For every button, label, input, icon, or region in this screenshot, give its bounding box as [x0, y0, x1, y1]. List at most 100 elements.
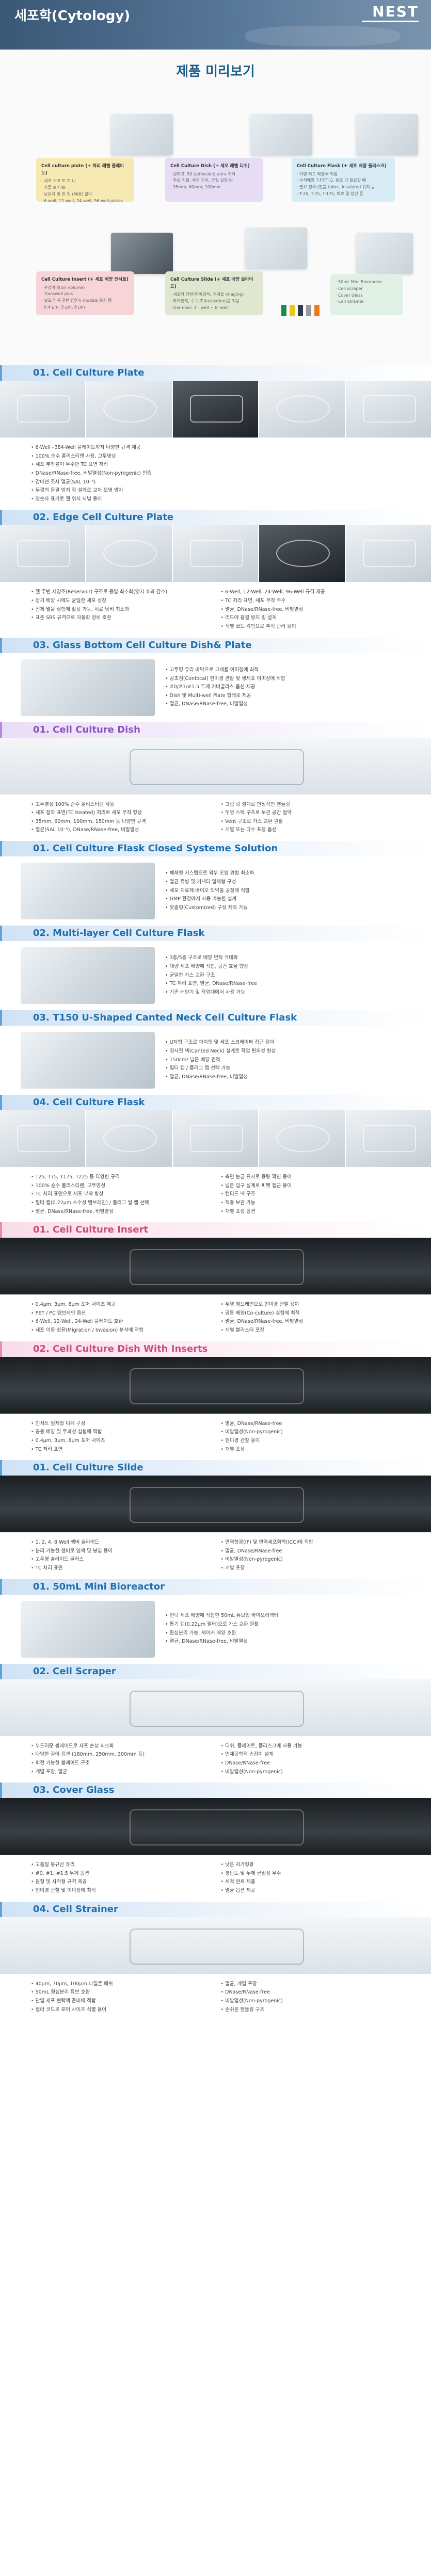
section-flask: 04. Cell Culture FlaskT25, T75, T175, T2… — [0, 1095, 431, 1222]
product-photo — [259, 381, 345, 438]
feature-item: 캔티드 넥 구조 — [221, 1190, 401, 1199]
feature-item: 비발열성(Non-pyrogenic) — [221, 1556, 401, 1564]
section-scraper: 02. Cell Scraper부드러운 블레이드로 세포 손상 최소화다양한 … — [0, 1663, 431, 1783]
section-insert: 01. Cell Culture Insert0.4μm, 3μm, 8μm 포… — [0, 1222, 431, 1341]
feature-list: 디쉬, 플레이트, 플라스크에 사용 가능인체공학적 손잡이 설계DNase/R… — [221, 1742, 401, 1777]
product-photo — [0, 381, 86, 438]
logo-underline — [362, 21, 419, 22]
feature-item: 원형 및 사각형 규격 제공 — [31, 1878, 211, 1887]
section-strainer: 04. Cell Strainer 40μm, 70μm, 100μm 나일론 메… — [0, 1901, 431, 2021]
section-bioreactor: 01. 50mL Mini Bioreactor현탁 세포 배양에 적합한 50… — [0, 1579, 431, 1664]
color-swatch — [306, 305, 311, 316]
preview-card-others: · 50mL Mini Bioreactor · Cell scraper · … — [330, 274, 403, 315]
section-title: 03. Cover Glass — [0, 1783, 431, 1799]
feature-item: 멸균, DNase/RNase-free, 비발열성 — [165, 1638, 278, 1646]
product-photo — [345, 1110, 431, 1167]
slide-image — [245, 228, 307, 269]
feature-item: 감마선 조사 멸균(SAL 10⁻⁶) — [31, 478, 400, 487]
feature-list: 투명 멤브레인으로 현미경 관찰 용이공동 배양(Co-culture) 실험에… — [221, 1301, 401, 1335]
product-photo — [86, 525, 172, 582]
feature-list: 멸균, DNase/RNase-free비발열성(Non-pyrogenic)현… — [221, 1420, 401, 1454]
feature-item: 그립 링 설계로 안정적인 핸들링 — [221, 801, 401, 809]
product-photo — [86, 1110, 172, 1167]
product-photo — [0, 1238, 431, 1295]
feature-item: 부드러운 블레이드로 세포 손상 최소화 — [31, 1742, 211, 1751]
feature-item: 식별 코드 각인으로 추적 관리 용이 — [221, 623, 401, 631]
color-swatch — [281, 305, 286, 316]
feature-item: 세포 치료제·바이오 의약품 공정에 적합 — [165, 887, 254, 896]
feature-item: 비발열성(Non-pyrogenic) — [221, 1428, 401, 1437]
feature-item: 150cm² 넓은 배양 면적 — [165, 1056, 276, 1065]
preview-card-slide: Cell Culture Slide (+ 세포 배양 슬라이드) · 세포의 … — [165, 271, 263, 315]
feature-item: 다양한 길이 옵션 (180mm, 250mm, 300mm 등) — [31, 1751, 211, 1759]
feature-list: 40μm, 70μm, 100μm 나일론 메쉬50mL 원심분리 튜브 호환단… — [31, 1980, 211, 2015]
feature-list: 인서트 일체형 디쉬 구성공동 배양 및 투과성 실험에 적합0.4μm, 3μ… — [31, 1420, 211, 1454]
feature-item: 6-Well~384-Well 플레이트까지 다양한 규격 제공 — [31, 444, 400, 452]
product-preview: 제품 미리보기 Cell culture plate (+ 처리 레벨 플레이트… — [0, 50, 431, 365]
feature-item: 단일 세포 현탁액 준비에 적합 — [31, 1997, 211, 2006]
feature-item: 세포 이동·침윤(Migration / Invasion) 분석에 적합 — [31, 1326, 211, 1335]
product-photo — [0, 525, 86, 582]
product-photo — [0, 1110, 86, 1167]
color-swatch — [314, 305, 320, 316]
feature-list: 0.4μm, 3μm, 8μm 포어 사이즈 제공PET / PC 멤브레인 옵… — [31, 1301, 211, 1335]
feature-item: 3층/5층 구조로 배양 면적 극대화 — [165, 954, 257, 963]
feature-list: T25, T75, T175, T225 등 다양한 규격100% 순수 폴리스… — [31, 1173, 211, 1216]
preview-card-plate: Cell culture plate (+ 처리 레벨 플레이트) · 세포 스… — [36, 158, 134, 203]
section-t150: 03. T150 U-Shaped Canted Neck Cell Cultu… — [0, 1010, 431, 1095]
feature-item: PET / PC 멤브레인 옵션 — [31, 1309, 211, 1318]
feature-list: 그립 링 설계로 안정적인 핸들링뚜껑 스택 구조로 보관 공간 절약Vent … — [221, 801, 401, 835]
preview-card-flask: Cell Culture Flask (+ 세포 배양 플라스크) · 다양 파… — [292, 158, 395, 202]
feature-item: 멸균, 개별 포장 — [221, 1980, 401, 1989]
feature-item: 공동 배양(Co-culture) 실험에 최적 — [221, 1309, 401, 1318]
section-title: 03. T150 U-Shaped Canted Neck Cell Cultu… — [0, 1010, 431, 1026]
product-photo — [0, 1798, 431, 1855]
product-photo — [0, 1356, 431, 1414]
product-gallery — [0, 381, 431, 438]
feature-item: 경사진 넥(Canted Neck) 설계로 작업 편의성 향상 — [165, 1047, 276, 1056]
feature-item: 뚜껑 스택 구조로 보관 공간 절약 — [221, 809, 401, 818]
product-photo — [259, 1110, 345, 1167]
section-title: 02. Multi-layer Cell Culture Flask — [0, 926, 431, 941]
header-decoration — [245, 26, 400, 46]
section-title: 04. Cell Strainer — [0, 1901, 431, 1917]
feature-item: 측면 눈금 표시로 용량 확인 용이 — [221, 1173, 401, 1182]
feature-item: 뚜껑의 응결 방지 링 설계로 교차 오염 방지 — [31, 487, 400, 495]
product-photo — [172, 1110, 259, 1167]
color-swatch — [290, 305, 295, 316]
section-title: 01. Cell Culture Flask Closed Systeme So… — [0, 841, 431, 856]
feature-item: 개별 블리스터 포장 — [221, 1326, 401, 1335]
feature-item: 멸균, DNase/RNase-free, 비발열성 — [165, 1073, 276, 1082]
feature-item: 균일한 가스 교환 구조 — [165, 971, 257, 980]
feature-item: 고투명 유리 바닥으로 고배율 이미징에 최적 — [165, 666, 285, 675]
feature-item: 멸균, DNase/RNase-free, 비발열성 — [221, 1318, 401, 1326]
feature-item: 디쉬, 플레이트, 플라스크에 사용 가능 — [221, 1742, 401, 1751]
nest-logo: NEST — [372, 3, 419, 20]
flask-image — [356, 114, 418, 155]
feature-list: 고투명성 100% 순수 폴리스티렌 사용세포 접착 표면(TC treated… — [31, 801, 211, 835]
feature-item: 100% 순수 폴리스티렌 사용, 고투명성 — [31, 452, 400, 461]
section-title: 02. Cell Culture Dish With Inserts — [0, 1341, 431, 1357]
feature-item: 멸균, DNase/RNase-free, 비발열성 — [221, 606, 401, 614]
feature-item: 분리 가능한 챔버로 염색 및 봉입 용이 — [31, 1547, 211, 1556]
feature-item: 폐쇄형 시스템으로 외부 오염 위험 최소화 — [165, 869, 254, 878]
product-photo — [21, 947, 155, 1004]
feature-item: 세척 완료 제품 — [221, 1878, 401, 1887]
feature-item: 멸균 옵션 제공 — [221, 1887, 401, 1895]
section-title: 01. Cell Culture Dish — [0, 722, 431, 738]
feature-item: 50mL 원심분리 튜브 호환 — [31, 1988, 211, 1997]
section-cover: 03. Cover Glass고품질 붕규산 유리#0, #1, #1.5 두께… — [0, 1783, 431, 1902]
feature-item: 멸균, DNase/RNase-free, 비발열성 — [165, 700, 285, 709]
feature-item: 40μm, 70μm, 100μm 나일론 메쉬 — [31, 1980, 211, 1989]
feature-item: 공동 배양 및 투과성 실험에 적합 — [31, 1428, 211, 1437]
feature-list: 웰 주변 저장조(Reservoir) 구조로 증발 최소화(엣지 효과 감소)… — [31, 588, 211, 631]
feature-item: 6-Well, 12-Well, 24-Well, 96-Well 규격 제공 — [221, 588, 401, 597]
feature-item: 현탁 세포 배양에 적합한 50mL 튜브형 바이오리액터 — [165, 1612, 279, 1621]
feature-item: 통기 캡(0.22μm 필터)으로 가스 교환 원활 — [165, 1621, 278, 1629]
section-title: 01. Cell Culture Slide — [0, 1460, 431, 1476]
feature-list: 폐쇄형 시스템으로 외부 오염 위험 최소화멸균 튜빙 및 커넥터 일체형 구성… — [165, 869, 254, 912]
feature-item: 인체공학적 손잡이 설계 — [221, 1751, 401, 1759]
feature-list: 1, 2, 4, 8 Well 챔버 슬라이드분리 가능한 챔버로 염색 및 봉… — [31, 1538, 211, 1573]
product-photo — [21, 863, 155, 919]
feature-item: TC 처리 표면 — [31, 1564, 211, 1573]
